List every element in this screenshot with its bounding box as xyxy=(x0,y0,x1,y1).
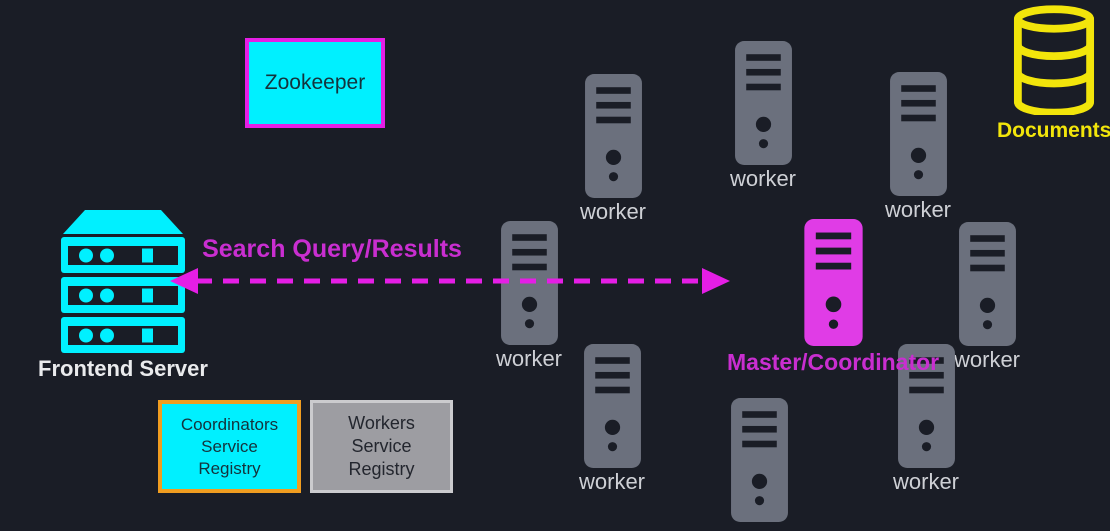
registry-line: Registry xyxy=(198,458,261,478)
arrowhead-left xyxy=(170,268,198,294)
database-icon xyxy=(1013,5,1095,115)
worker-server-icon xyxy=(959,222,1016,346)
workers-service-registry-box: Workers Service Registry xyxy=(310,400,453,493)
registry-line: Workers xyxy=(348,413,415,433)
worker-node: worker xyxy=(579,344,645,494)
zookeeper-label: Zookeeper xyxy=(264,71,366,94)
worker-node: worker xyxy=(893,344,959,494)
worker-label: worker xyxy=(730,166,797,191)
worker-server-icon xyxy=(585,74,642,198)
search-query-results-label: Search Query/Results xyxy=(202,235,462,263)
registry-line: Service xyxy=(351,436,412,456)
worker-server-icon xyxy=(584,344,641,468)
registry-line: Registry xyxy=(348,459,415,479)
worker-label: worker xyxy=(580,199,647,224)
worker-node: worker xyxy=(496,221,562,371)
frontend-server-icon xyxy=(61,209,185,355)
master-coordinator-label: Master/Coordinator xyxy=(727,349,940,375)
worker-server-icon xyxy=(735,41,792,165)
registry-line: Service xyxy=(201,436,258,456)
zookeeper-box: Zookeeper xyxy=(245,38,385,128)
worker-node: worker xyxy=(580,74,646,224)
frontend-server-label: Frontend Server xyxy=(38,356,208,381)
master-coordinator-node: Master/Coordinator xyxy=(727,219,939,375)
worker-server-icon xyxy=(890,72,947,196)
documents-label: Documents xyxy=(997,119,1110,142)
worker-label: worker xyxy=(954,347,1021,372)
worker-node: worker xyxy=(730,41,796,191)
worker-server-icon xyxy=(731,398,788,522)
worker-label: worker xyxy=(885,197,952,222)
frontend-server-node: Frontend Server xyxy=(38,209,208,381)
worker-node xyxy=(731,398,788,522)
coordinators-service-registry-box: Coordinators Service Registry xyxy=(158,400,301,493)
worker-label: worker xyxy=(893,469,960,494)
registry-line: Coordinators xyxy=(180,414,279,434)
worker-node: worker xyxy=(954,222,1020,372)
worker-label: worker xyxy=(496,346,563,371)
worker-label: worker xyxy=(579,469,646,494)
master-server-icon xyxy=(803,219,864,346)
worker-node: worker xyxy=(885,72,951,222)
arrowhead-right xyxy=(702,268,730,294)
documents-node: Documents xyxy=(997,5,1110,142)
bidirectional-dashed-arrow xyxy=(170,268,730,294)
